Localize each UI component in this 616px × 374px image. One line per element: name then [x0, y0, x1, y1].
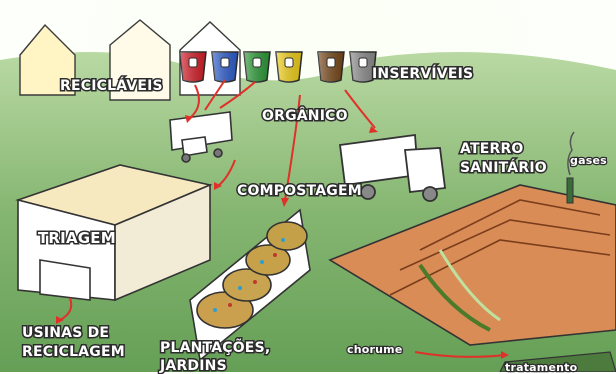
red-bin-icon	[179, 51, 207, 83]
label-triagem: TRIAGEM	[37, 229, 118, 248]
label-gases: gases	[569, 153, 608, 168]
compost-bed	[189, 208, 311, 362]
label-inserviveis: INSERVÍVEIS	[370, 65, 474, 84]
label-usinas-2: RECICLAGEM	[21, 343, 127, 362]
landfill-mound	[328, 184, 616, 346]
recycling-truck-icon	[169, 111, 233, 163]
brown-bin-icon	[317, 51, 345, 83]
blue-bin-icon	[211, 51, 239, 83]
label-aterro-1: ATERRO	[459, 140, 525, 159]
label-aterro-2: SANITÁRIO	[459, 159, 549, 178]
label-plantacoes-1: PLANTAÇÕES,	[158, 339, 271, 358]
arrow-heads	[56, 115, 509, 359]
label-reciclaveis: RECICLÁVEIS	[59, 77, 165, 96]
gas-vent-icon	[566, 131, 575, 204]
triage-building	[15, 164, 213, 302]
flow-arrows	[59, 79, 506, 358]
landfill-truck-icon	[338, 133, 447, 202]
treatment-pond	[499, 351, 616, 372]
label-plantacoes-2: JARDINS	[159, 357, 229, 374]
gray-bin-icon	[349, 51, 377, 83]
label-organico: ORGÂNICO	[261, 107, 350, 126]
recycling-bins	[179, 51, 377, 83]
label-compostagem: COMPOSTAGEM	[236, 182, 364, 201]
label-tratamento: tratamento	[504, 360, 579, 374]
green-bin-icon	[243, 51, 271, 83]
label-usinas-1: USINAS DE	[20, 324, 110, 343]
yellow-bin-icon	[275, 51, 303, 83]
label-chorume: chorume	[346, 342, 404, 357]
